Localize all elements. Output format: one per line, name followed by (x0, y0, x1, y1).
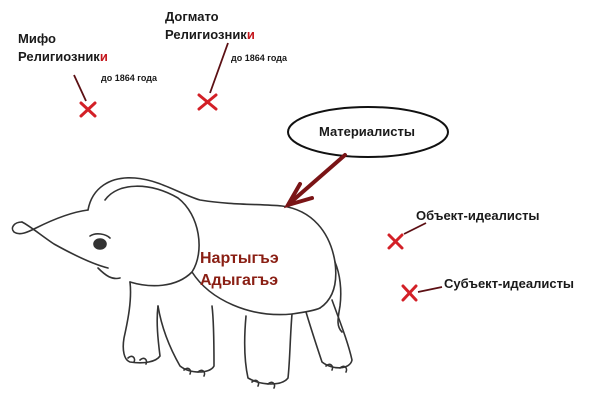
dogmato-line2-accent: и (246, 27, 255, 42)
mifo-line1: Мифо (18, 31, 56, 46)
mifo-line2-main: Религиозник (18, 49, 100, 64)
cross-subject-idealists (401, 284, 418, 302)
center-title: Нартыгъэ Адыгагъэ (200, 248, 279, 292)
center-title-line2: Адыгагъэ (200, 272, 279, 289)
materialists-ellipse (287, 106, 449, 158)
cross-object-idealists (387, 233, 404, 250)
subject-idealists-label: Субъект-идеалисты (444, 276, 575, 291)
center-title-line1: Нартыгъэ (200, 250, 279, 267)
mifo-line2: Религиозники (18, 48, 108, 66)
cross-mifo (79, 101, 97, 118)
mifo-line2-accent: и (99, 49, 108, 64)
materialists-arrow (283, 153, 347, 209)
materialists-label: Материалисты (319, 124, 415, 139)
mifo-date-note: до 1864 года (101, 73, 157, 83)
object-idealists-label: Объект-идеалисты (416, 208, 540, 223)
dogmato-date-note: до 1864 года (231, 53, 287, 63)
pointer-object-idealists (403, 222, 427, 235)
elephant-drawing (11, 177, 353, 389)
pointer-mifo (73, 74, 87, 102)
dogmato-line2-main: Религиозник (165, 27, 247, 42)
pointer-dogmato (209, 42, 229, 94)
mifo-label: Мифо Религиозники (18, 30, 108, 66)
dogmato-label: Догмато Религиозники (165, 8, 255, 44)
dogmato-line1: Догмато (165, 9, 219, 24)
pointer-subject-idealists (417, 286, 443, 293)
dogmato-line2: Религиозники (165, 26, 255, 44)
cross-dogmato (197, 93, 218, 111)
